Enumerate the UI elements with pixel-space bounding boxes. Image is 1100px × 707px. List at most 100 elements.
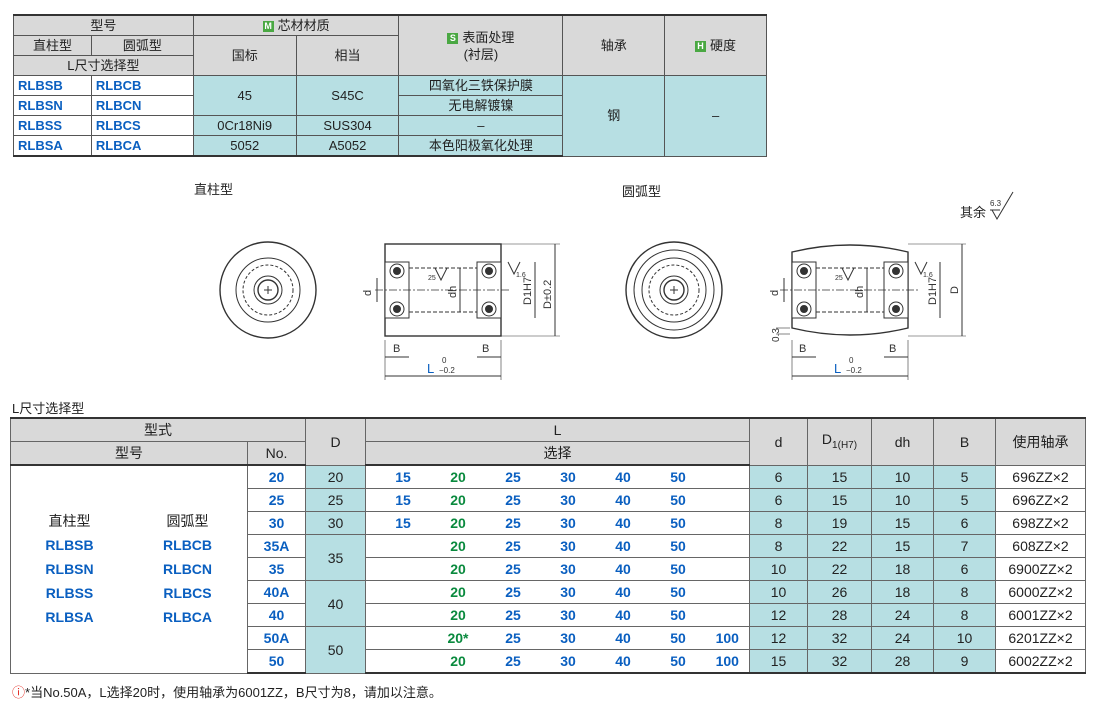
tol-upper: 0 (849, 356, 854, 365)
model-code: RLBCN (90, 95, 194, 116)
roughness-small: 25 (428, 275, 436, 282)
row-D1: 28 (807, 603, 872, 627)
technical-drawing: 6.3 d dh D1H7 D±0.2 25 (219, 191, 1014, 380)
material-standard: 0Cr18Ni9 (192, 115, 297, 136)
row-no: 50A (247, 626, 306, 650)
l-option: 25 (485, 626, 541, 650)
row-dh: 24 (871, 603, 934, 627)
row-no: 50 (247, 649, 306, 674)
dim-B: B (393, 343, 400, 355)
roughness-small: 1.6 (516, 272, 526, 279)
surface-treatment: – (398, 115, 564, 136)
l-option: 25 (485, 488, 541, 512)
model-code: RLBSS (13, 115, 92, 136)
row-dh: 18 (871, 580, 934, 604)
dim-D-tol: D±0.2 (542, 280, 554, 309)
l-option: 40 (595, 649, 651, 674)
l-option: 100 (705, 649, 750, 674)
header-model: 型号 (10, 441, 248, 466)
row-B: 5 (933, 464, 996, 489)
l-option: 20 (430, 603, 486, 627)
l-option: 20 (430, 534, 486, 558)
header-model: 型号 (13, 14, 194, 36)
tol-lower: −0.2 (846, 366, 862, 375)
row-B: 6 (933, 557, 996, 581)
l-option (375, 603, 431, 627)
l-option: 100 (705, 626, 750, 650)
roughness-symbol-icon: 6.3 (990, 191, 1014, 221)
type-code: RLBSS (45, 585, 94, 602)
l-option (705, 488, 750, 512)
l-option: 40 (595, 626, 651, 650)
l-option: 25 (485, 580, 541, 604)
l-option: 40 (595, 464, 651, 489)
l-option (375, 580, 431, 604)
l-option: 20 (430, 511, 486, 535)
model-code: RLBSA (13, 135, 92, 157)
row-bearing: 608ZZ×2 (995, 534, 1086, 558)
dim-d: d (362, 290, 374, 296)
model-code: RLBSN (13, 95, 92, 116)
row-no: 40 (247, 603, 306, 627)
l-option (375, 557, 431, 581)
l-option: 25 (485, 511, 541, 535)
row-d: 10 (749, 557, 808, 581)
row-dh: 28 (871, 649, 934, 674)
l-option (375, 534, 431, 558)
footnote-text: *当No.50A，L选择20时，使用轴承为6001ZZ，B尺寸为8，请加以注意。 (25, 685, 442, 700)
row-d: 8 (749, 534, 808, 558)
straight-type-label: 直柱型 (194, 182, 234, 197)
l-option (375, 649, 431, 674)
arc-type-label: 圆弧型 (622, 184, 662, 199)
header-no: No. (247, 441, 306, 466)
l-option: 20 (430, 557, 486, 581)
l-option (375, 626, 431, 650)
dim-D1: D1H7 (522, 277, 534, 305)
row-D1: 32 (807, 626, 872, 650)
model-code: RLBSB (13, 75, 92, 96)
header-bearing: 使用轴承 (995, 417, 1086, 466)
l-option (705, 534, 750, 558)
row-dh: 15 (871, 511, 934, 535)
row-B: 8 (933, 603, 996, 627)
header-straight: 直柱型 (13, 35, 92, 56)
l-option: 50 (650, 580, 706, 604)
l-option: 50 (650, 603, 706, 627)
header-L: L (365, 417, 750, 442)
l-option: 25 (485, 603, 541, 627)
row-d: 6 (749, 488, 808, 512)
l-option: 25 (485, 557, 541, 581)
section-title: L尺寸选择型 (12, 401, 85, 416)
model-code: RLBCA (90, 135, 194, 157)
l-option: 50 (650, 626, 706, 650)
header-B: B (933, 417, 996, 466)
surface-treatment: 四氧化三铁保护膜 (398, 75, 564, 96)
row-no: 25 (247, 488, 306, 512)
header-arc: 圆弧型 (90, 35, 194, 56)
tol-upper: 0 (442, 356, 447, 365)
header-type: 型式 (10, 417, 306, 442)
header-D1: D1(H7) (807, 417, 872, 466)
l-option: 50 (650, 464, 706, 489)
row-no: 30 (247, 511, 306, 535)
l-option: 30 (540, 464, 596, 489)
bearing-material: 钢 (562, 75, 666, 157)
row-D: 25 (305, 488, 366, 512)
row-D1: 15 (807, 488, 872, 512)
l-option: 50 (650, 557, 706, 581)
row-bearing: 6000ZZ×2 (995, 580, 1086, 604)
dim-B: B (482, 343, 489, 355)
warning-icon: ⓘ (12, 685, 26, 700)
material-equivalent: S45C (295, 75, 400, 116)
header-l-select: L尺寸选择型 (13, 55, 194, 76)
row-dh: 18 (871, 557, 934, 581)
row-bearing: 696ZZ×2 (995, 464, 1086, 489)
l-option: 50 (650, 649, 706, 674)
